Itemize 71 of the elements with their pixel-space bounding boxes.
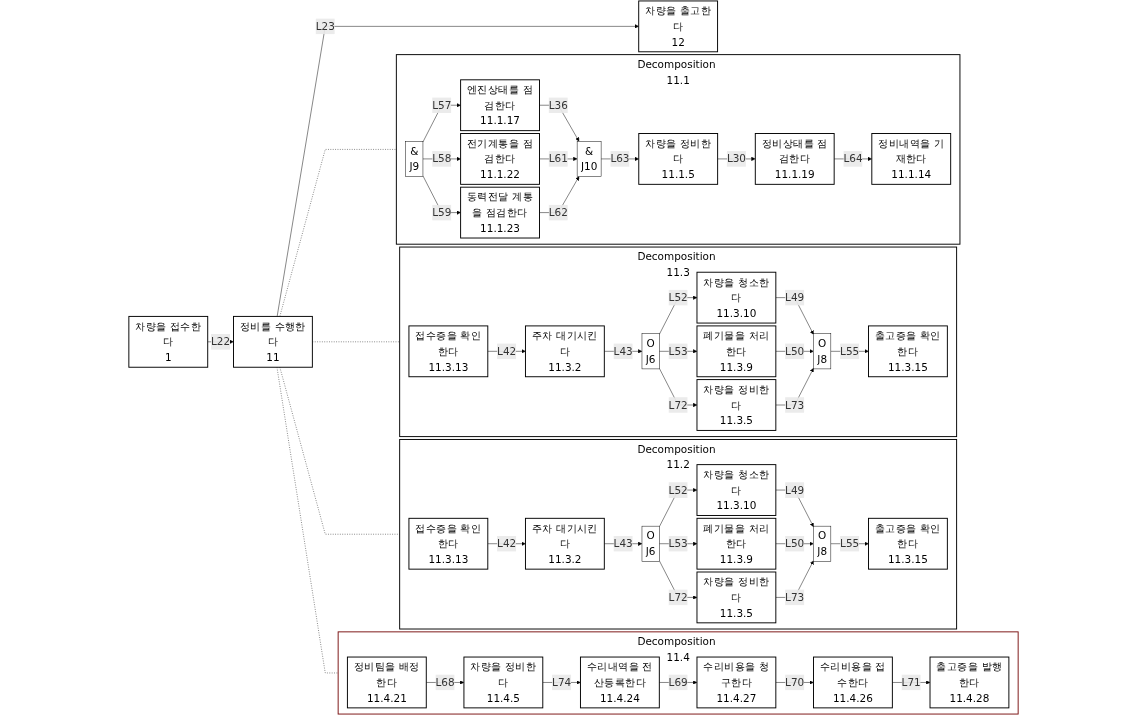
node-box: 출고증을 발행한다 11.4.28 <box>929 656 1010 709</box>
node-box: 차량을 접수한다 1 <box>128 315 209 368</box>
node-box: 차량을 정비한다 11.3.5 <box>696 379 777 431</box>
edge-label: L42 <box>497 345 517 358</box>
node-box: O J6 <box>641 525 660 562</box>
node-box: & J10 <box>576 141 602 177</box>
edge-label: L72 <box>668 399 688 411</box>
node-box: 전기계통을 점검한다 11.1.22 <box>460 133 540 185</box>
edge-label: L61 <box>548 152 568 165</box>
node-box: O J6 <box>641 333 660 370</box>
node-box: 정비를 수행한다 11 <box>233 315 313 368</box>
edge-label: L74 <box>552 676 572 689</box>
edge-label: L69 <box>668 676 688 689</box>
edge-label: L55 <box>840 345 860 358</box>
edge-label: L23 <box>315 20 335 33</box>
node-box: 폐기물을 처리한다 11.3.9 <box>696 325 777 378</box>
edge-label: L50 <box>785 345 805 358</box>
edge-label: L59 <box>432 206 452 219</box>
node-box: 차량을 출고한다 12 <box>638 0 719 53</box>
node-box: 수리비용을 접수한다 11.4.26 <box>813 656 893 709</box>
edge-label: L30 <box>726 152 747 165</box>
edge-label: L73 <box>785 399 805 411</box>
edge-label: L43 <box>613 537 633 550</box>
edge-label: L50 <box>785 537 805 550</box>
edge-label: L68 <box>435 676 455 689</box>
edge-label: L55 <box>840 537 860 550</box>
node-box: 동력전달 계통을 점검한다 11.1.23 <box>460 186 540 239</box>
edge-label: L73 <box>785 591 805 604</box>
edge-label: L70 <box>785 676 805 689</box>
edge-label: L64 <box>843 152 863 165</box>
node-box: & J9 <box>405 141 424 177</box>
node-box: 출고증을 확인한다 11.3.15 <box>868 517 948 570</box>
node-box: 접수증을 확인한다 11.3.13 <box>408 517 489 570</box>
edge-label: L49 <box>785 484 805 496</box>
connector <box>279 149 397 317</box>
node-box: 수리내역을 전산등록한다 11.4.24 <box>579 656 660 709</box>
edge-label: L52 <box>668 484 688 496</box>
connector <box>279 367 400 535</box>
node-box: 정비팀을 배정한다 11.4.21 <box>346 656 427 709</box>
node-box: 차량을 청소한다 11.3.10 <box>696 464 777 516</box>
edge-label: L58 <box>432 152 452 165</box>
node-box: 차량을 정비한다 11.4.5 <box>463 656 544 709</box>
node-box: 출고증을 확인한다 11.3.15 <box>868 325 948 378</box>
node-box: 정비내역을 기재한다 11.1.14 <box>871 133 952 185</box>
edge-label: L63 <box>610 152 630 165</box>
edge-label: L42 <box>497 537 517 550</box>
edge-label: L57 <box>432 99 452 112</box>
node-box: 엔진상태를 점검한다 11.1.17 <box>460 79 540 132</box>
edge-label: L53 <box>668 345 688 358</box>
node-box: O J8 <box>813 333 832 370</box>
edge-label: L53 <box>668 537 688 550</box>
node-box: O J8 <box>813 525 832 562</box>
connector <box>276 367 339 674</box>
edge-label: L36 <box>548 99 568 112</box>
edge-label: L62 <box>548 206 568 219</box>
node-box: 수리비용을 청구한다 11.4.27 <box>696 656 777 709</box>
connector <box>312 341 400 343</box>
edge-label: L71 <box>901 676 921 689</box>
node-box: 폐기물을 처리한다 11.3.9 <box>696 517 777 570</box>
node-box: 차량을 정비한다 11.3.5 <box>696 571 777 624</box>
node-box: 주차 대기시킨다 11.3.2 <box>524 517 605 570</box>
edge-label: L72 <box>668 591 688 604</box>
edge-label: L52 <box>668 291 688 304</box>
edge-label: L22 <box>211 335 231 348</box>
edge-label: L49 <box>785 291 805 304</box>
node-box: 차량을 청소한다 11.3.10 <box>696 271 777 324</box>
node-box: 정비상태를 점검한다 11.1.19 <box>754 133 835 185</box>
node-box: 주차 대기시킨다 11.3.2 <box>524 325 605 378</box>
edge-label: L43 <box>613 345 633 358</box>
node-box: 접수증을 확인한다 11.3.13 <box>408 325 489 378</box>
node-box: 차량을 정비한다 11.1.5 <box>638 133 719 185</box>
